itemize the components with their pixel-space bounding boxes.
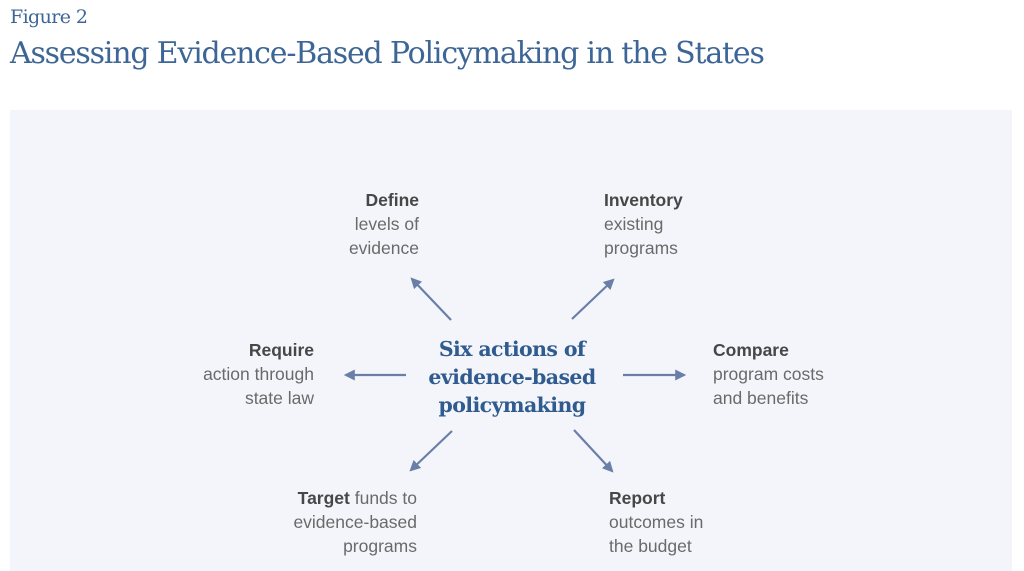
node-text: programs [604,238,678,258]
center-line: policymaking [438,393,587,417]
node-text: and benefits [713,388,809,408]
node-head: Define [365,190,419,210]
center-concept: Six actions of evidence-based policymaki… [390,335,634,419]
node-head: Compare [713,340,789,360]
node-head-suffix: funds to [349,488,417,508]
node-head: Require [248,340,314,360]
node-target: Target funds to evidence-based programs [293,486,417,558]
node-require: Require action through state law [203,338,314,410]
node-compare: Compare program costs and benefits [713,338,824,410]
figure-title: Assessing Evidence-Based Policymaking in… [10,36,765,71]
node-text: evidence [348,238,419,258]
node-text: outcomes in [609,512,704,532]
node-head: Report [609,488,666,508]
figure-label: Figure 2 [10,6,88,28]
node-text: program costs [713,364,824,384]
arrow-to-report-icon [573,429,614,473]
diagram-panel [10,110,1012,571]
node-head: Target [297,488,350,508]
node-head: Inventory [604,190,683,210]
arrow-to-target-icon [409,430,453,472]
node-text: evidence-based [293,512,417,532]
node-text: action through [203,364,314,384]
arrow-to-define-icon [410,277,452,321]
center-line: evidence-based [428,365,596,389]
center-line: Six actions of [438,337,586,361]
node-define: Define levels of evidence [349,188,419,260]
node-report: Report outcomes in the budget [609,486,703,558]
node-text: the budget [609,536,692,556]
arrow-to-inventory-icon [571,278,615,320]
node-inventory: Inventory existing programs [604,188,683,260]
node-text: state law [244,388,314,408]
node-text: programs [343,536,417,556]
node-text: levels of [354,214,419,234]
node-text: existing [604,214,664,234]
